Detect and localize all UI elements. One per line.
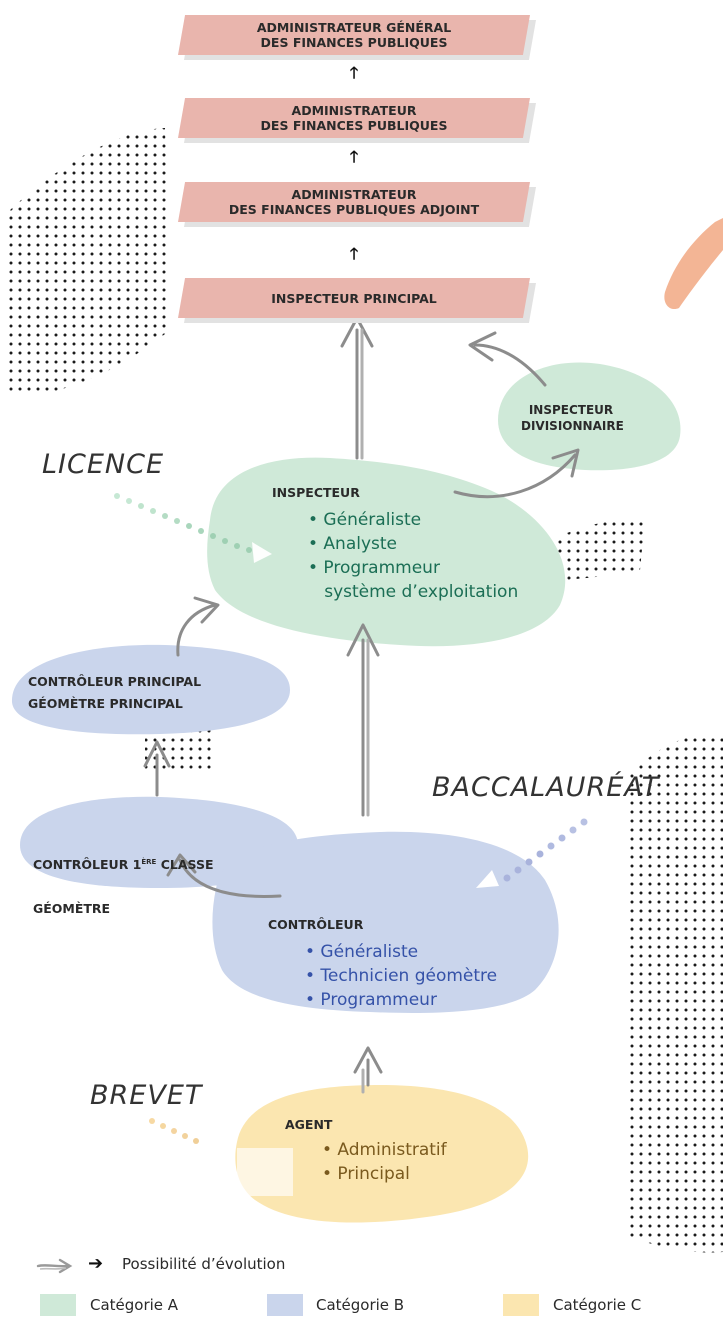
controleur-item: • Programmeur [305, 990, 437, 1010]
controleur-principal-label: CONTRÔLEUR PRINCIPAL GÉOMÈTRE PRINCIPAL [28, 674, 202, 711]
inspecteur-item: • Généraliste [308, 510, 422, 530]
inspecteur-item: système d’exploitation [308, 582, 519, 602]
diploma-brevet: BREVET [90, 1080, 203, 1111]
banner-text: INSPECTEUR PRINCIPAL [271, 290, 437, 306]
controleur-1ere-classe-label: CONTRÔLEUR 1ÈRE CLASSE GÉOMÈTRE [33, 829, 214, 920]
controleur-1ere-line2: GÉOMÈTRE [33, 901, 111, 917]
inspecteur-item: • Programmeur [308, 558, 440, 578]
blob-controleur [212, 831, 559, 1013]
agent-list: • Administratif • Principal [322, 1138, 447, 1186]
controleur-1ere-superscript: ÈRE [141, 858, 157, 866]
blob-inspecteur [207, 457, 566, 647]
controleur-1ere-text: CONTRÔLEUR 1 [33, 857, 142, 873]
legend-cat-b: Catégorie B [316, 1296, 405, 1314]
blob-divisionnaire [498, 362, 681, 471]
legend-swatch-cat-a [40, 1294, 76, 1316]
controleur-1ere-text: CLASSE [156, 857, 214, 873]
agent-item: • Administratif [322, 1140, 447, 1160]
diploma-baccalaureat: BACCALAURÉAT [432, 772, 660, 803]
brush-stroke [664, 218, 723, 310]
banner-administrateur-general: ADMINISTRATEUR GÉNÉRAL DES FINANCES PUBL… [178, 15, 536, 60]
blob-agent [235, 1085, 529, 1223]
inspecteur-item: • Analyste [308, 534, 398, 554]
banner-text: ADMINISTRATEUR DES FINANCES PUBLIQUES [260, 103, 448, 133]
evolution-arrow-sketch-icon [36, 1258, 73, 1274]
arrow-right-icon: ➔ [88, 1253, 104, 1274]
blob-controleur-principal [11, 644, 290, 735]
controleur-list: • Généraliste • Technicien géomètre • Pr… [305, 940, 497, 1012]
dot-texture-right [625, 733, 723, 1253]
banner-text: ADMINISTRATEUR DES FINANCES PUBLIQUES AD… [228, 187, 480, 217]
legend-swatch-cat-b [267, 1294, 303, 1316]
inspecteur-divisionnaire-label: INSPECTEUR DIVISIONNAIRE [521, 403, 624, 433]
banner-inspecteur-principal: INSPECTEUR PRINCIPAL [178, 278, 536, 323]
controleur-item: • Généraliste [305, 942, 419, 962]
inspecteur-list: • Généraliste • Analyste • Programmeur s… [308, 508, 518, 604]
licence-pointer [114, 493, 272, 563]
up-arrow-icon: 🡑 [349, 244, 359, 263]
banner-administrateur-adjoint: ADMINISTRATEUR DES FINANCES PUBLIQUES AD… [178, 182, 536, 227]
legend-swatch-cat-c [503, 1294, 539, 1316]
banner-text: ADMINISTRATEUR GÉNÉRAL DES FINANCES PUBL… [256, 20, 452, 50]
agent-title: AGENT [285, 1117, 333, 1132]
controleur-item: • Technicien géomètre [305, 966, 498, 986]
legend-cat-a: Catégorie A [90, 1296, 179, 1314]
up-arrow-icon: 🡑 [349, 63, 359, 82]
controleur-title: CONTRÔLEUR [268, 917, 364, 932]
inspecteur-title: INSPECTEUR [272, 485, 360, 500]
up-arrow-icon: 🡑 [349, 147, 359, 166]
evolution-arrows [143, 316, 580, 1094]
legend-cat-c: Catégorie C [553, 1296, 642, 1314]
legend-evolution: Possibilité d’évolution [122, 1255, 286, 1273]
brevet-pointer [149, 1118, 293, 1196]
dot-texture-left [5, 128, 170, 396]
diploma-licence: LICENCE [42, 449, 165, 480]
baccalaureat-pointer [476, 818, 588, 888]
agent-item: • Principal [322, 1164, 410, 1184]
banner-administrateur: ADMINISTRATEUR DES FINANCES PUBLIQUES [178, 98, 536, 143]
